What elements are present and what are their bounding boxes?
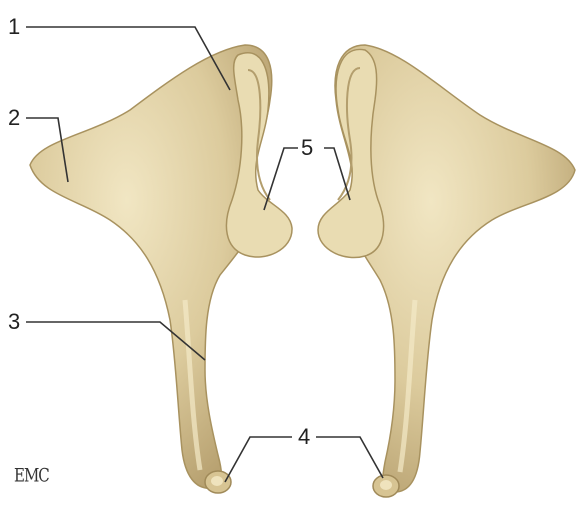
label-1: 1 (8, 16, 20, 38)
label-3: 3 (8, 311, 20, 333)
right-lenticular-facet (380, 480, 392, 490)
left-lenticular-facet (211, 476, 223, 486)
leader-line-4-right (316, 437, 383, 478)
watermark-logo: EMC (14, 464, 49, 487)
leader-line-4-left (225, 437, 292, 482)
leader-line-5-right (324, 148, 350, 200)
right-incus (318, 45, 575, 497)
left-incus (30, 45, 292, 493)
label-4: 4 (298, 426, 310, 448)
label-5: 5 (301, 137, 313, 159)
label-2: 2 (8, 107, 20, 129)
left-incus-body (30, 45, 272, 488)
